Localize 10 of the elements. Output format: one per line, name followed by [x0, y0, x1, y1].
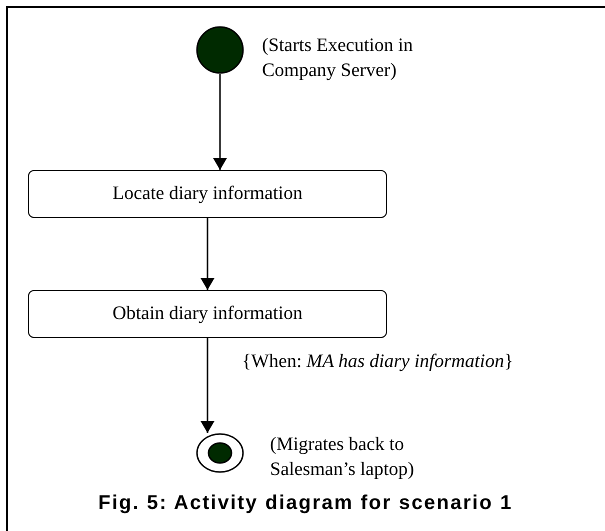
figure-caption: Fig. 5: Activity diagram for scenario 1 [97, 491, 514, 516]
final-node [196, 433, 244, 473]
node-note: (Starts Execution in Company Server) [262, 34, 414, 83]
initial-node [196, 26, 244, 74]
activity-box: Locate diary information [28, 170, 387, 218]
node-note: (Migrates back to Salesman’s laptop) [270, 433, 416, 482]
arrow [200, 338, 214, 433]
activity-box: Obtain diary information [28, 290, 387, 338]
arrow [200, 218, 214, 290]
arrow [213, 74, 227, 170]
